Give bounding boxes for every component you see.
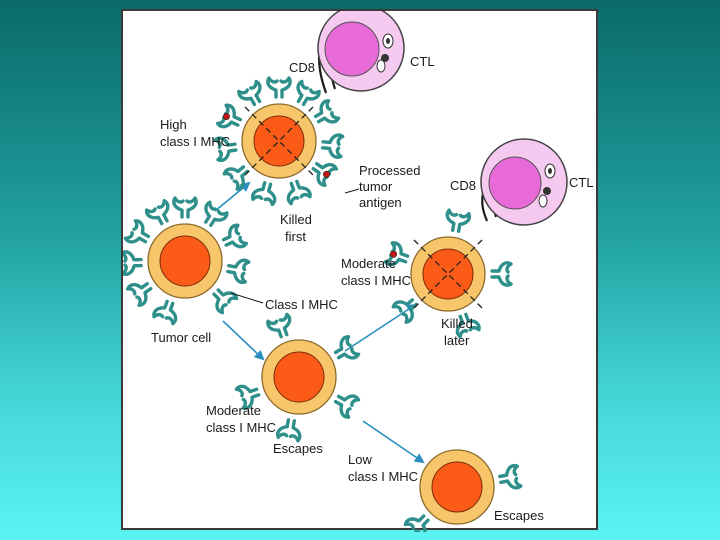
high-mhc-label-1: High xyxy=(160,117,187,132)
tumor-cell-low-escapes xyxy=(402,449,523,532)
ctl-cell-icon xyxy=(317,11,405,94)
class-i-mhc-label: Class I MHC xyxy=(265,297,338,312)
tumor-cell-moderate-escapes xyxy=(234,312,361,443)
moderate-right-label-1: Moderate xyxy=(341,256,396,271)
arrow-to-low-mhc xyxy=(362,420,425,464)
immune-escape-diagram: CD8 CTL High class I MHC Processed tumor… xyxy=(123,11,594,532)
tumor-cell-label: Tumor cell xyxy=(151,330,211,345)
moderate-bottom-label-2: class I MHC xyxy=(206,420,276,435)
cd8-label-mid: CD8 xyxy=(450,178,476,193)
processed-label-3: antigen xyxy=(359,195,402,210)
arrow-to-killed-later xyxy=(344,303,417,352)
killed-later-label-1: Killed xyxy=(441,316,473,331)
arrow-to-moderate-mhc xyxy=(222,320,265,361)
tumor-cell-killed-later xyxy=(385,208,513,339)
arrow-to-high-mhc xyxy=(214,181,251,212)
ctl-label-mid: CTL xyxy=(569,175,594,190)
low-mhc-label-2: class I MHC xyxy=(348,469,418,484)
tumor-cell-source xyxy=(123,196,251,326)
killed-later-label-2: later xyxy=(444,333,470,348)
cd8-label-top: CD8 xyxy=(289,60,315,75)
ctl-label-top: CTL xyxy=(410,54,435,69)
low-mhc-label-1: Low xyxy=(348,452,372,467)
escapes-bottom-label: Escapes xyxy=(494,508,544,523)
moderate-bottom-label-1: Moderate xyxy=(206,403,261,418)
escapes-mid-label: Escapes xyxy=(273,441,323,456)
killed-first-label-2: first xyxy=(285,229,306,244)
high-mhc-label-2: class I MHC xyxy=(160,134,230,149)
moderate-right-label-2: class I MHC xyxy=(341,273,411,288)
killed-first-label-1: Killed xyxy=(280,212,312,227)
processed-label-2: tumor xyxy=(359,179,393,194)
processed-label-1: Processed xyxy=(359,163,420,178)
tumor-cell-high-mhc xyxy=(213,76,345,207)
arrows xyxy=(214,181,425,464)
ctl-cell-icon xyxy=(480,138,568,226)
figure-panel: CD8 CTL High class I MHC Processed tumor… xyxy=(121,9,598,532)
